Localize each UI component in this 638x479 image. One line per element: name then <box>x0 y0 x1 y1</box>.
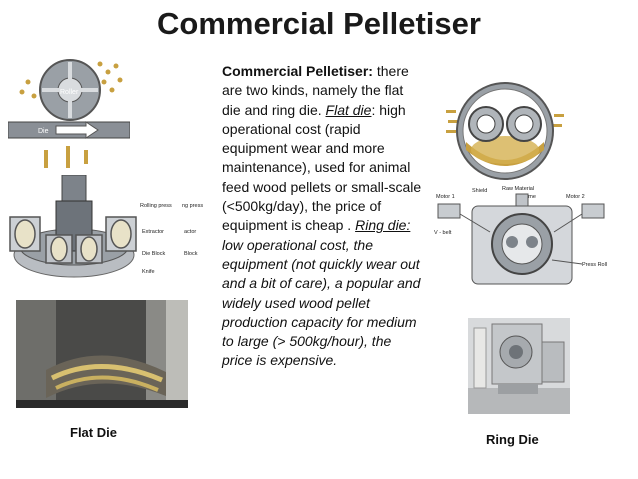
motor2-label: Motor 2 <box>566 194 585 200</box>
ring-die-photo <box>468 318 570 414</box>
die-label: Die <box>38 128 49 135</box>
flat-die-term: Flat die <box>325 101 372 118</box>
description-lead: Commercial Pelletiser: <box>222 63 373 79</box>
ring-die-caption: Ring Die <box>486 432 539 447</box>
ring-press-label: ng press <box>182 203 203 209</box>
roller-label: Roller <box>60 89 79 96</box>
flat-die-caption: Flat Die <box>70 425 117 440</box>
description-part-2: : high operational cost (rapid equipment… <box>222 101 422 234</box>
description-part-1: there are two kinds, namely the flat die… <box>222 63 409 118</box>
actor-label: actor <box>184 229 196 235</box>
knife-label: Knife <box>142 269 155 275</box>
flat-die-machine-diagram: Rolling press ng press Extractor actor D… <box>6 175 214 297</box>
shield-label: Shield <box>472 188 487 194</box>
press-roll-label: Press Roll <box>582 262 607 268</box>
flat-die-photo <box>16 300 188 408</box>
ring-die-term: Ring die: <box>355 217 411 234</box>
description-text: Commercial Pelletiser: there are two kin… <box>222 62 422 371</box>
rolling-press-label: Rolling press <box>140 203 172 209</box>
motor1-label: Motor 1 <box>436 194 455 200</box>
v-belt-label: V - belt <box>434 230 452 236</box>
ring-die-machine-diagram: Motor 1 Shield Raw Material Frame Motor … <box>432 184 622 292</box>
flat-die-schematic: Roller Die <box>8 52 130 174</box>
block-label: Block <box>184 251 198 257</box>
page-title: Commercial Pelletiser <box>157 6 481 41</box>
description-part-3: low operational cost, the equipment (not… <box>222 236 421 369</box>
extractor-label: Extractor <box>142 229 164 235</box>
ring-die-cross-section <box>444 80 566 182</box>
die-block-label: Die Block <box>142 251 165 257</box>
raw-material-label: Raw Material <box>502 186 534 192</box>
